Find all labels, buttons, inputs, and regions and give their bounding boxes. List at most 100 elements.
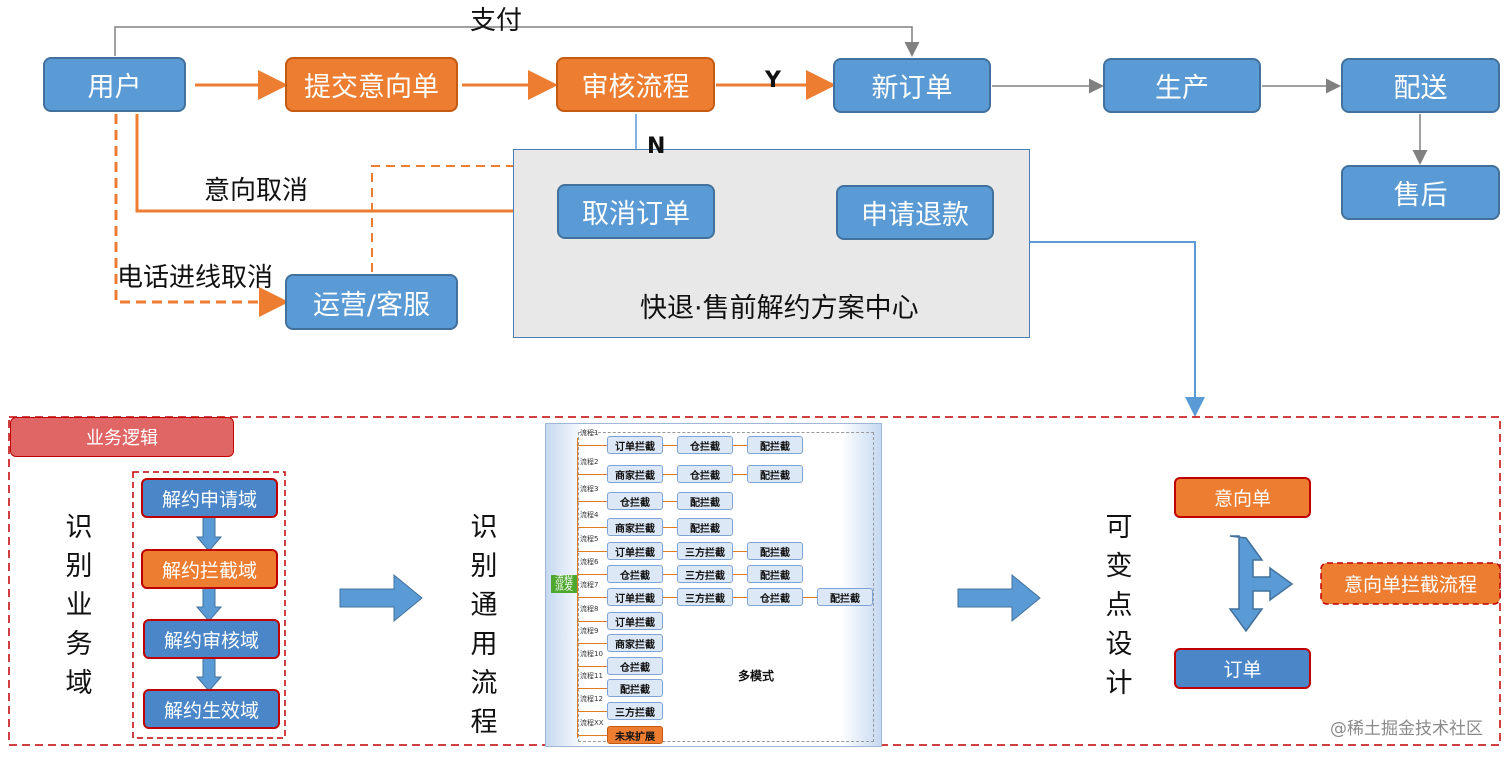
- flow-step: 配拦截: [607, 679, 663, 697]
- intent-cancel-connector: [135, 114, 560, 226]
- phone-cancel-label: 电话进线取消: [117, 263, 274, 293]
- intent-order-node: 意向单: [1174, 477, 1311, 518]
- flow-branch-line: [577, 597, 607, 598]
- flow-step: 未来扩展: [607, 726, 663, 744]
- flow-step-connector: [663, 527, 677, 528]
- watermark: @稀土掘金技术社区: [1330, 719, 1483, 739]
- identify-domain-text: 识别业务域: [65, 512, 93, 699]
- flow-label: 流程1: [580, 429, 599, 437]
- flow-branch-line: [577, 621, 607, 622]
- center-to-bottom-connector: [1030, 241, 1205, 417]
- user-node: 用户: [43, 57, 186, 112]
- flow-step: 配拦截: [747, 565, 803, 583]
- three-way-arrow: [1228, 535, 1294, 633]
- pay-connector: [114, 26, 920, 57]
- flow-step-connector: [663, 501, 677, 502]
- flow-label: 流程10: [580, 650, 603, 658]
- flow-branch-line: [577, 445, 607, 446]
- flow-step: 配拦截: [677, 492, 733, 510]
- identify-flow-text: 识别通用流程: [470, 512, 498, 738]
- flow-step: 配拦截: [677, 518, 733, 536]
- flow-step: 三方拦截: [677, 565, 733, 583]
- flow-step-connector: [733, 551, 747, 552]
- flow-step: 订单拦截: [607, 542, 663, 560]
- pay-label: 支付: [470, 6, 523, 36]
- flow-inner-frame: [578, 432, 874, 742]
- flow-label: 流程2: [580, 458, 599, 466]
- flow-step: 配拦截: [747, 542, 803, 560]
- flow-step: 仓拦截: [747, 588, 803, 606]
- flow-step-connector: [803, 597, 817, 598]
- flow-branch-line: [577, 527, 607, 528]
- domain-review: 解约审核域: [143, 619, 280, 659]
- domain-dashed-frame: [132, 471, 286, 739]
- flow-step: 商家拦截: [607, 518, 663, 536]
- flow-step: 仓拦截: [607, 657, 663, 675]
- flow-step: 仓拦截: [677, 436, 733, 454]
- flow-label: 流程8: [580, 605, 599, 613]
- domain-arrow-3: [195, 656, 223, 692]
- flow-label: 流程XX: [580, 719, 604, 727]
- flow-step-connector: [663, 597, 677, 598]
- domain-intercept: 解约拦截域: [141, 549, 278, 589]
- presale-center-panel: [513, 149, 1030, 338]
- flow-branch-line: [577, 688, 607, 689]
- ops-service-node: 运营/客服: [285, 274, 458, 330]
- flow-trunk-line: [577, 438, 578, 738]
- center-title: 快退·售前解约方案中心: [640, 293, 919, 324]
- domain-effective: 解约生效域: [143, 689, 280, 729]
- flow-label: 流程9: [580, 627, 599, 635]
- flow-step-connector: [663, 445, 677, 446]
- review-process-node: 审核流程: [556, 57, 715, 112]
- deliver-node: 配送: [1341, 58, 1500, 113]
- flow-step: 三方拦截: [677, 588, 733, 606]
- apply-refund-node: 申请退款: [836, 185, 994, 240]
- flow-step: 订单拦截: [607, 588, 663, 606]
- flow-step-connector: [733, 474, 747, 475]
- big-arrow-2: [957, 573, 1041, 623]
- flow-step: 订单拦截: [607, 612, 663, 630]
- flow-branch-line: [577, 643, 607, 644]
- intent-cancel-label: 意向取消: [204, 176, 309, 206]
- flow-branch-line: [577, 711, 607, 712]
- flow-step: 仓拦截: [607, 565, 663, 583]
- intent-intercept-dashed: [1320, 562, 1501, 605]
- flow-label: 流程3: [580, 485, 599, 493]
- flow-step-connector: [663, 574, 677, 575]
- flow-step-connector: [733, 574, 747, 575]
- flow-label: 流程4: [580, 511, 599, 519]
- flow-step-connector: [733, 597, 747, 598]
- flow-label: 流程5: [580, 535, 599, 543]
- variable-design-text: 可变点设计: [1105, 512, 1133, 699]
- multi-mode-label: 多模式: [738, 669, 775, 683]
- flow-step: 仓拦截: [677, 465, 733, 483]
- domain-apply: 解约申请域: [141, 478, 278, 518]
- flow-step: 商家拦截: [607, 634, 663, 652]
- flow-branch-line: [577, 735, 607, 736]
- flow-step-connector: [733, 445, 747, 446]
- flow-label: 流程7: [580, 581, 599, 589]
- flow-step-connector: [663, 474, 677, 475]
- flow-step: 仓拦截: [607, 492, 663, 510]
- flow-step-connector: [663, 551, 677, 552]
- no-label: N: [647, 134, 666, 159]
- order-node: 订单: [1174, 648, 1311, 689]
- business-logic-badge: 业务逻辑: [10, 417, 234, 457]
- flow-label: 流程6: [580, 558, 599, 566]
- new-order-node: 新订单: [833, 58, 991, 113]
- intent-intercept-flow-node: 意向单拦截流程: [1343, 574, 1477, 596]
- flow-label: 流程11: [580, 672, 603, 680]
- flow-step: 配拦截: [747, 436, 803, 454]
- after-sale-node: 售后: [1341, 165, 1500, 220]
- flow-step: 订单拦截: [607, 436, 663, 454]
- flow-step: 配拦截: [817, 588, 873, 606]
- big-arrow-1: [339, 573, 423, 623]
- flow-branch-line: [577, 551, 607, 552]
- domain-arrow-2: [195, 586, 223, 622]
- domain-arrow-1: [195, 516, 223, 552]
- flow-step: 配拦截: [747, 465, 803, 483]
- flow-step: 三方拦截: [607, 702, 663, 720]
- submit-intent-node: 提交意向单: [285, 57, 458, 112]
